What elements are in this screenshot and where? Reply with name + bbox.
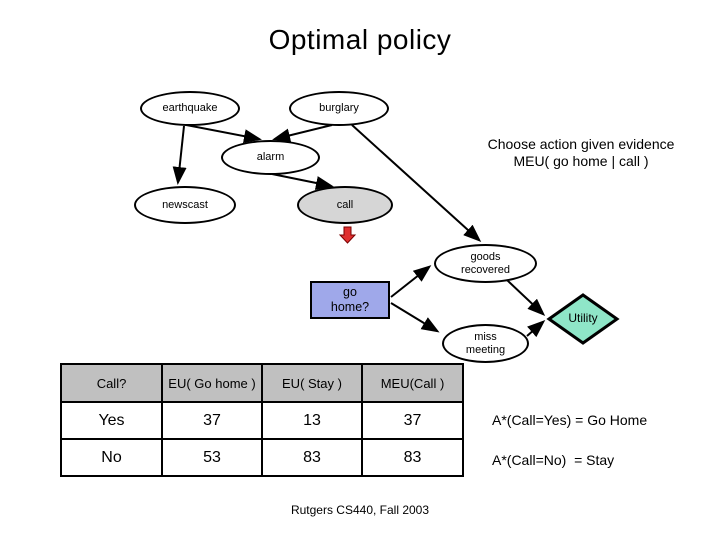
node-go-home-label: go home? <box>330 285 370 314</box>
node-utility-label: Utility <box>568 311 598 325</box>
node-alarm: alarm <box>221 140 320 175</box>
cell-no-eu-stay: 83 <box>261 438 363 477</box>
node-goods-recovered-label: goods recovered <box>461 250 510 276</box>
arrow-gohome-goods <box>390 265 432 298</box>
cell-no-eu-go-home: 53 <box>161 438 263 477</box>
node-burglary-label: burglary <box>319 102 359 115</box>
arrow-alarm-call <box>271 173 334 190</box>
table-row-yes: Yes 37 13 37 <box>60 401 464 440</box>
cell-yes-eu-stay: 13 <box>261 401 363 440</box>
choose-action-line1: Choose action given evidence <box>487 136 675 152</box>
node-miss-meeting-label: miss meeting <box>465 330 506 356</box>
node-earthquake: earthquake <box>140 91 240 126</box>
cell-yes-eu-go-home: 37 <box>161 401 263 440</box>
col-header-call: Call? <box>60 363 163 403</box>
node-go-home-decision: go home? <box>310 281 390 319</box>
node-call: call <box>297 186 393 224</box>
table-row-no: No 53 83 83 <box>60 438 464 477</box>
policy-call-no: A*(Call=No) = Stay <box>492 452 615 468</box>
node-earthquake-label: earthquake <box>162 102 218 115</box>
expected-utility-table: Call? EU( Go home ) EU( Stay ) MEU(Call … <box>60 363 464 477</box>
arrow-earthquake-alarm <box>180 123 262 144</box>
utility-diamond <box>546 293 620 345</box>
cell-yes-call: Yes <box>60 401 163 440</box>
policy-call-yes: A*(Call=Yes) = Go Home <box>492 412 648 428</box>
arrow-burglary-alarm <box>272 124 333 143</box>
cell-no-call: No <box>60 438 163 477</box>
node-newscast: newscast <box>134 186 236 224</box>
red-down-arrow-icon <box>338 226 357 244</box>
node-goods-recovered: goods recovered <box>434 244 537 283</box>
col-header-eu-go-home: EU( Go home ) <box>161 363 263 403</box>
col-header-meu-call: MEU(Call ) <box>361 363 464 403</box>
cell-no-meu: 83 <box>361 438 464 477</box>
choose-action-line2: MEU( go home | call ) <box>513 153 649 169</box>
node-alarm-label: alarm <box>256 151 285 164</box>
arrow-burglary-goods <box>351 124 482 243</box>
node-newscast-label: newscast <box>162 198 208 211</box>
node-call-label: call <box>336 198 354 211</box>
choose-action-note: Choose action given evidence MEU( go hom… <box>450 136 712 170</box>
arrow-goods-utility <box>506 279 546 317</box>
table-header-row: Call? EU( Go home ) EU( Stay ) MEU(Call … <box>60 363 464 403</box>
arrow-miss-utility <box>526 320 546 338</box>
slide-footer: Rutgers CS440, Fall 2003 <box>290 503 430 517</box>
arrow-gohome-miss <box>390 302 440 333</box>
page-title: Optimal policy <box>268 24 452 55</box>
node-miss-meeting: miss meeting <box>442 324 529 363</box>
col-header-eu-stay: EU( Stay ) <box>261 363 363 403</box>
arrow-earthquake-newscast <box>172 125 187 185</box>
cell-yes-meu: 37 <box>361 401 464 440</box>
node-burglary: burglary <box>289 91 389 126</box>
